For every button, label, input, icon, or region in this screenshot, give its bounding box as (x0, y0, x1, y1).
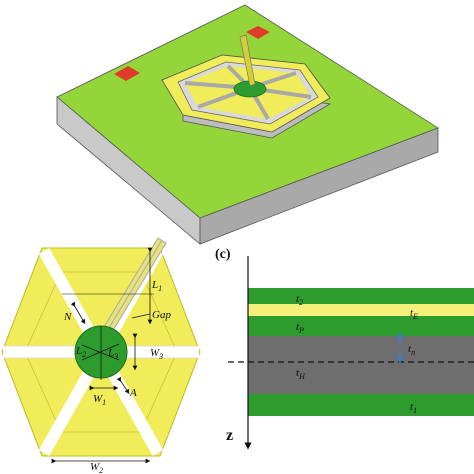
dim-Gap-leader (131, 313, 151, 319)
label-L1: L1 (151, 279, 162, 293)
z-axis-label: z (226, 427, 233, 444)
device-3d-view (56, 4, 439, 245)
contact-pad-left (114, 66, 140, 81)
cross-section-panel: (c) z t2 tE tP tn tH t1 (215, 247, 474, 450)
center-pad-diagonal-1 (81, 344, 120, 361)
label-W1: W1 (93, 393, 106, 407)
label-t2: t2 (296, 293, 303, 307)
substrate-right-face (199, 127, 439, 245)
label-tH: tH (296, 367, 306, 381)
layer-piezo (248, 316, 474, 336)
label-t1: t1 (410, 401, 417, 415)
layer-piezo-electrode (248, 304, 474, 316)
panel-label-c: (c) (215, 247, 231, 262)
label-A: A (129, 387, 137, 399)
label-N: N (63, 311, 72, 323)
layer-host-lower (248, 362, 474, 394)
contact-pad-right (246, 26, 270, 39)
lead-wire-3d (239, 34, 256, 87)
layer-bottom-electrode (248, 394, 474, 416)
label-tE: tE (410, 307, 418, 321)
lead-wire-center-line (108, 239, 163, 329)
layer-host-upper (248, 336, 474, 362)
label-tn: tn (408, 343, 415, 357)
label-Gap: Gap (152, 309, 171, 321)
label-W3: W3 (150, 347, 163, 361)
center-pad-diagonal-2 (81, 343, 120, 361)
electrode-top-view: L1 L2 L3 N Gap W1 W2 W3 A (1, 237, 201, 474)
label-L2: L2 (75, 345, 86, 359)
label-L3: L3 (107, 347, 118, 361)
label-W2: W2 (90, 461, 103, 474)
dim-A (116, 376, 130, 394)
layer-bottom-electrode-top (248, 288, 474, 304)
label-tP: tP (296, 321, 304, 335)
hexagonal-electrode-3d (160, 34, 332, 139)
dim-N (70, 301, 86, 325)
